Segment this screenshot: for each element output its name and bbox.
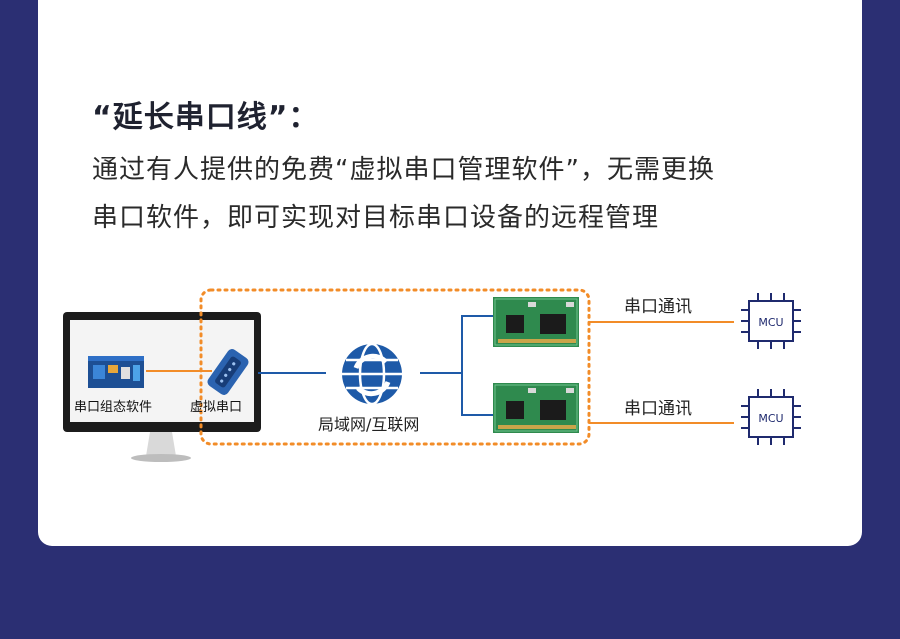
mcu-chip-icon-2 [741, 389, 801, 445]
globe-icon [342, 342, 402, 406]
virtual-link-frame [199, 288, 591, 446]
software-window-icon [88, 356, 144, 388]
serial-comm-label-1: 串口通讯 [624, 297, 692, 317]
serial-server-module-1 [493, 297, 579, 347]
mcu-chip-icon-1 [741, 293, 801, 349]
mcu-label-1: MCU [758, 316, 783, 329]
description-paragraph: 通过有人提供的免费“虚拟串口管理软件”，无需更换 串口软件，即可实现对目标串口设… [92, 146, 812, 242]
serial-comm-label-2: 串口通讯 [624, 399, 692, 419]
network-label: 局域网/互联网 [318, 415, 420, 434]
mcu-label-2: MCU [758, 412, 783, 425]
section-heading: “延长串口线”： [92, 100, 320, 135]
description-line-1: 通过有人提供的免费“虚拟串口管理软件”，无需更换 [92, 155, 715, 185]
virtual-port-label: 虚拟串口 [190, 400, 243, 415]
serial-server-module-2 [493, 383, 579, 433]
serial-port-icon [207, 349, 249, 395]
description-line-2: 串口软件，即可实现对目标串口设备的远程管理 [92, 203, 660, 233]
software-label: 串口组态软件 [74, 400, 153, 415]
